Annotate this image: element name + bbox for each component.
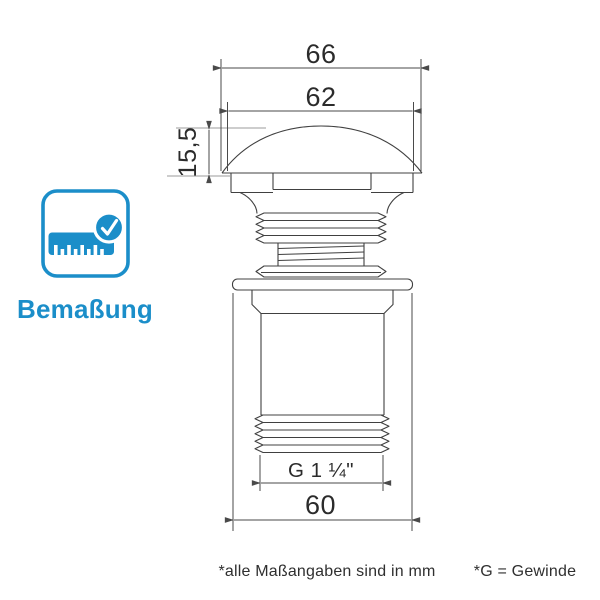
dimension-cap-width-label: 62 <box>305 82 336 112</box>
thread-footnote: *G = Gewinde <box>473 563 577 580</box>
extension-lines <box>220 59 422 531</box>
dimension-body-width-label: 60 <box>305 490 336 520</box>
valve-outline <box>221 125 423 454</box>
ruler-check-icon <box>41 189 130 278</box>
units-footnote: *alle Maßangaben sind in mm <box>218 563 436 580</box>
badge-label: Bemaßung <box>17 294 153 324</box>
dimension-lines <box>206 65 430 523</box>
checkmark-icon <box>92 211 126 244</box>
dimension-outer-width-label: 66 <box>305 39 336 69</box>
dimension-cap-height-label: 15,5 <box>174 127 202 178</box>
dimension-thread-size-label: G 1 ¼" <box>288 459 354 482</box>
